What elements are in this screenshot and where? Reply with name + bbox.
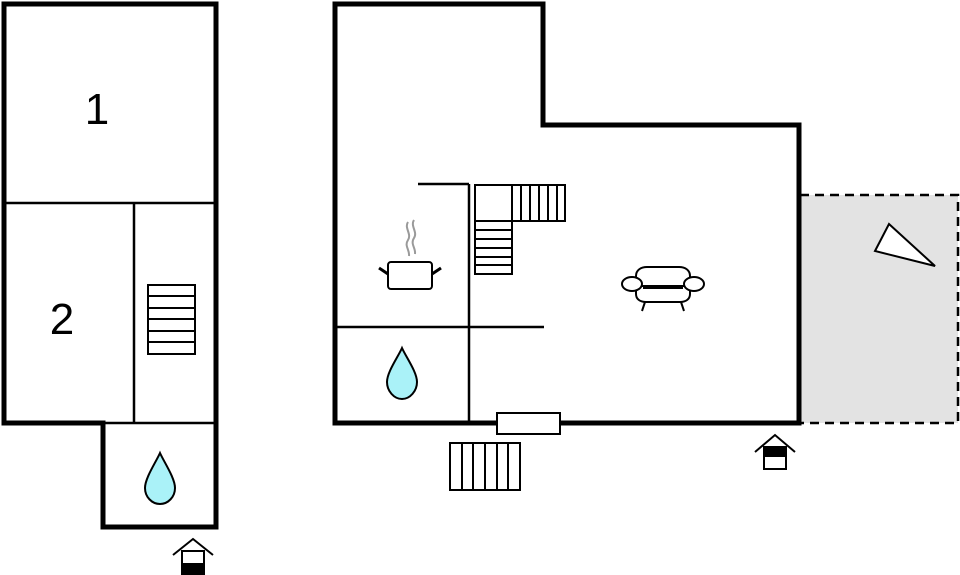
- terrace-sun-icon: [873, 222, 936, 267]
- main-building-outer-wall: [332, 1, 802, 426]
- terrace-area: [798, 193, 960, 425]
- stairs-icon: [474, 184, 566, 275]
- terrace: [798, 193, 960, 425]
- entrance-icon: [172, 537, 214, 575]
- entrance-icon: [754, 433, 796, 470]
- window-icon: [496, 412, 561, 435]
- room-label-2: 2: [50, 295, 74, 344]
- left-building: 1 2: [1, 1, 219, 575]
- bathroom-water-drop-icon: [143, 450, 177, 506]
- main-building: [332, 1, 802, 491]
- kitchen-pot-icon: [378, 219, 442, 290]
- living-room-sofa-icon: [621, 266, 705, 312]
- left-building-outer-wall: [1, 1, 219, 530]
- outside-steps-icon: [449, 442, 521, 491]
- bathroom-water-drop-icon: [385, 345, 419, 401]
- stairs-icon: [147, 284, 196, 355]
- room-label-1: 1: [85, 85, 109, 134]
